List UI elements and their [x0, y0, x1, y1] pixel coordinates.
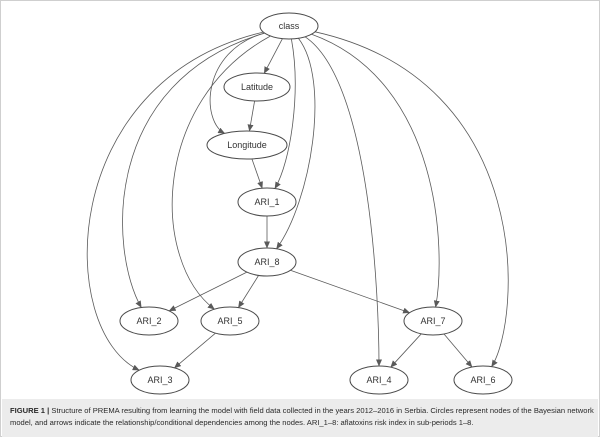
caption-text: Structure of PREMA resulting from learni… — [10, 406, 594, 427]
node-ellipse — [403, 306, 463, 336]
node-ari-5: ARI_5 — [200, 306, 260, 336]
node-ellipse — [349, 365, 409, 395]
node-ellipse — [223, 72, 291, 102]
node-ellipse — [119, 306, 179, 336]
node-label: ARI_1 — [254, 197, 279, 207]
caption-label: FIGURE 1 | — [10, 406, 50, 415]
node-ari-2: ARI_2 — [119, 306, 179, 336]
node-label: ARI_7 — [420, 316, 445, 326]
edge-class-to-ari-7 — [311, 33, 440, 308]
node-ellipse — [130, 365, 190, 395]
edge-class-to-ari-3 — [86, 31, 264, 371]
edge-latitude-to-longitude — [247, 100, 255, 132]
node-label: Latitude — [241, 82, 273, 92]
edge-class-to-latitude — [263, 38, 283, 74]
edge-ari-8-to-ari-5 — [238, 275, 259, 309]
node-label: class — [279, 21, 300, 31]
node-ellipse — [237, 187, 297, 217]
edge-ari-5-to-ari-3 — [174, 332, 216, 369]
caption-band — [2, 399, 598, 437]
node-ellipse — [206, 130, 288, 160]
node-ari-3: ARI_3 — [130, 365, 190, 395]
node-ari-1: ARI_1 — [237, 187, 297, 217]
edge-class-to-ari-8 — [276, 38, 316, 250]
node-ari-4: ARI_4 — [349, 365, 409, 395]
node-ellipse — [237, 247, 297, 277]
edge-class-to-ari-6 — [314, 31, 509, 368]
node-label: Longitude — [227, 140, 267, 150]
node-ellipse — [200, 306, 260, 336]
node-ari-8: ARI_8 — [237, 247, 297, 277]
edge-ari-8-to-ari-2 — [168, 271, 248, 312]
edge-class-to-ari-2 — [122, 32, 265, 308]
node-latitude: Latitude — [223, 72, 291, 102]
node-label: ARI_5 — [217, 316, 242, 326]
edge-ari-7-to-ari-4 — [390, 333, 422, 368]
edge-class-to-ari-1 — [274, 38, 296, 189]
edge-class-to-ari-4 — [304, 36, 382, 367]
node-label: ARI_6 — [470, 375, 495, 385]
node-ari-6: ARI_6 — [453, 365, 513, 395]
node-label: ARI_4 — [366, 375, 391, 385]
figure-caption: FIGURE 1 | Structure of PREMA resulting … — [10, 405, 594, 429]
node-class: class — [259, 12, 319, 40]
node-ellipse — [453, 365, 513, 395]
node-label: ARI_3 — [147, 375, 172, 385]
node-longitude: Longitude — [206, 130, 288, 160]
edge-ari-8-to-ari-7 — [290, 269, 411, 314]
node-label: ARI_2 — [136, 316, 161, 326]
node-ellipse — [259, 12, 319, 40]
node-label: ARI_8 — [254, 257, 279, 267]
node-ari-7: ARI_7 — [403, 306, 463, 336]
edge-ari-7-to-ari-6 — [443, 333, 473, 368]
edge-class-to-ari-5 — [171, 35, 271, 310]
edge-longitude-to-ari-1 — [251, 158, 263, 189]
